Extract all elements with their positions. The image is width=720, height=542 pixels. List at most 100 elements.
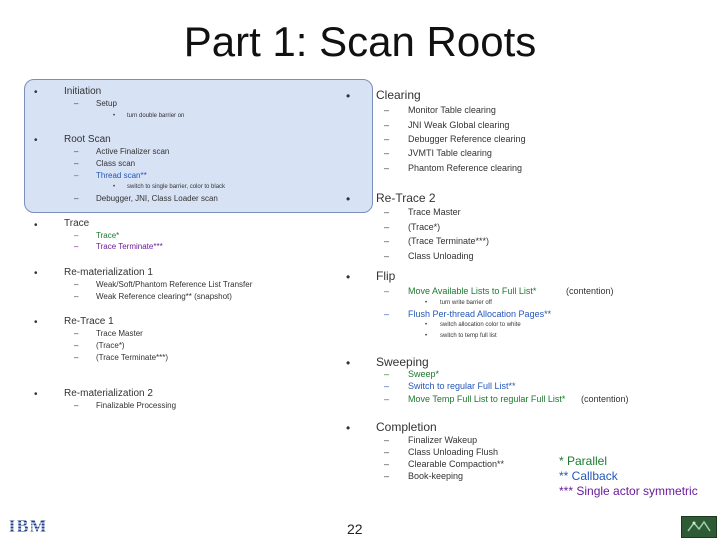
bullet: • xyxy=(346,356,351,370)
completion-label: Completion xyxy=(376,420,437,434)
trace-master: Trace Master xyxy=(408,207,461,217)
dash: – xyxy=(74,171,79,180)
bullet: • xyxy=(34,389,38,400)
dash: – xyxy=(384,394,390,404)
bullet: • xyxy=(425,333,428,339)
dash: – xyxy=(384,148,390,158)
dash: – xyxy=(384,251,390,261)
trace-terminate-paren: (Trace Terminate***) xyxy=(408,236,490,246)
thread-scan: Thread scan** xyxy=(96,171,147,180)
move-temp-full-list: Move Temp Full List to regular Full List… xyxy=(408,394,566,404)
dash: – xyxy=(74,159,79,168)
trace-paren: (Trace*) xyxy=(96,341,125,350)
legend-parallel: * Parallel xyxy=(559,454,608,468)
dash: – xyxy=(74,353,79,362)
ibm-logo: IBM xyxy=(3,516,53,541)
trace-star: Trace* xyxy=(96,231,120,240)
bullet: • xyxy=(34,135,38,146)
jvmti-table-clearing: JVMTI Table clearing xyxy=(408,148,492,158)
legend-callback: ** Callback xyxy=(559,469,618,483)
finalizer-wakeup: Finalizer Wakeup xyxy=(408,435,478,445)
clearing-label: Clearing xyxy=(376,88,421,102)
switch-temp-full-list: switch to temp full list xyxy=(440,333,497,339)
contention-note: (contention) xyxy=(566,286,614,296)
dash: – xyxy=(384,105,390,115)
sweeping-label: Sweeping xyxy=(376,355,429,369)
dash: – xyxy=(74,341,79,350)
dash: – xyxy=(384,447,390,457)
weak-soft-phantom-transfer: Weak/Soft/Phantom Reference List Transfe… xyxy=(96,280,253,289)
dash: – xyxy=(384,286,390,296)
debugger-jni-class-loader-scan: Debugger, JNI, Class Loader scan xyxy=(96,194,218,203)
dash: – xyxy=(384,381,390,391)
move-available-lists: Move Available Lists to Full List* xyxy=(408,286,537,296)
initiation-label: Initiation xyxy=(64,86,102,97)
dash: – xyxy=(384,309,390,319)
switch-regular-full-list: Switch to regular Full List** xyxy=(408,381,516,391)
sweep: Sweep* xyxy=(408,369,440,379)
bullet: • xyxy=(34,87,38,98)
dash: – xyxy=(74,329,79,338)
bullet: • xyxy=(34,220,38,231)
bullet: • xyxy=(34,317,38,328)
root-scan-label: Root Scan xyxy=(64,134,111,145)
turn-double-barrier-on: turn double barrier on xyxy=(127,113,185,119)
bullet: • xyxy=(425,300,428,306)
monitor-table-clearing: Monitor Table clearing xyxy=(408,105,496,115)
dash: – xyxy=(384,163,390,173)
class-unloading: Class Unloading xyxy=(408,251,474,261)
trace-label: Trace xyxy=(64,218,90,229)
active-finalizer-scan: Active Finalizer scan xyxy=(96,147,170,156)
bullet: • xyxy=(346,270,351,284)
turn-write-barrier-off: turn write barrier off xyxy=(440,300,492,306)
dash: – xyxy=(74,99,79,108)
jni-weak-global-clearing: JNI Weak Global clearing xyxy=(408,120,510,130)
dash: – xyxy=(74,147,79,156)
finalizable-processing: Finalizable Processing xyxy=(96,401,177,410)
bullet: • xyxy=(113,184,116,190)
trace-terminate: Trace Terminate*** xyxy=(96,242,163,251)
dash: – xyxy=(384,222,390,232)
dash: – xyxy=(74,401,79,410)
weak-reference-clearing: Weak Reference clearing** (snapshot) xyxy=(96,292,232,301)
flush-per-thread-allocation-pages: Flush Per-thread Allocation Pages** xyxy=(408,309,552,319)
debugger-reference-clearing: Debugger Reference clearing xyxy=(408,134,526,144)
bullet: • xyxy=(346,89,351,103)
thumbnail-image xyxy=(681,516,717,538)
initiation-highlight-box xyxy=(24,79,373,213)
bullet: • xyxy=(425,322,428,328)
bullet: • xyxy=(113,113,116,119)
switch-single-barrier: switch to single barrier, color to black xyxy=(127,184,226,190)
dash: – xyxy=(384,134,390,144)
rematerialization-2-label: Re-materialization 2 xyxy=(64,388,153,399)
contention-note: (contention) xyxy=(581,394,629,404)
bullet: • xyxy=(346,192,351,206)
trace-paren: (Trace*) xyxy=(408,222,441,232)
dash: – xyxy=(384,459,390,469)
setup-label: Setup xyxy=(96,99,117,108)
class-scan: Class scan xyxy=(96,159,136,168)
phantom-reference-clearing: Phantom Reference clearing xyxy=(408,163,523,173)
class-unloading-flush: Class Unloading Flush xyxy=(408,447,499,457)
dash: – xyxy=(74,194,79,203)
dash: – xyxy=(384,369,390,379)
dash: – xyxy=(74,292,79,301)
slide-title: Part 1: Scan Roots xyxy=(183,18,537,65)
bullet: • xyxy=(34,268,38,279)
slide-number: 22 xyxy=(347,521,363,537)
clearable-compaction: Clearable Compaction** xyxy=(408,459,505,469)
trace-terminate-paren: (Trace Terminate***) xyxy=(96,353,169,362)
trace-master: Trace Master xyxy=(96,329,143,338)
dash: – xyxy=(74,231,79,240)
dash: – xyxy=(74,280,79,289)
retrace-2-label: Re-Trace 2 xyxy=(376,191,436,205)
flip-label: Flip xyxy=(376,269,396,283)
bullet: • xyxy=(346,421,351,435)
dash: – xyxy=(384,236,390,246)
dash: – xyxy=(384,471,390,481)
dash: – xyxy=(384,435,390,445)
retrace-1-label: Re-Trace 1 xyxy=(64,316,114,327)
legend-single-actor-symmetric: *** Single actor symmetric xyxy=(559,484,698,498)
book-keeping: Book-keeping xyxy=(408,471,464,481)
rematerialization-1-label: Re-materialization 1 xyxy=(64,267,153,278)
